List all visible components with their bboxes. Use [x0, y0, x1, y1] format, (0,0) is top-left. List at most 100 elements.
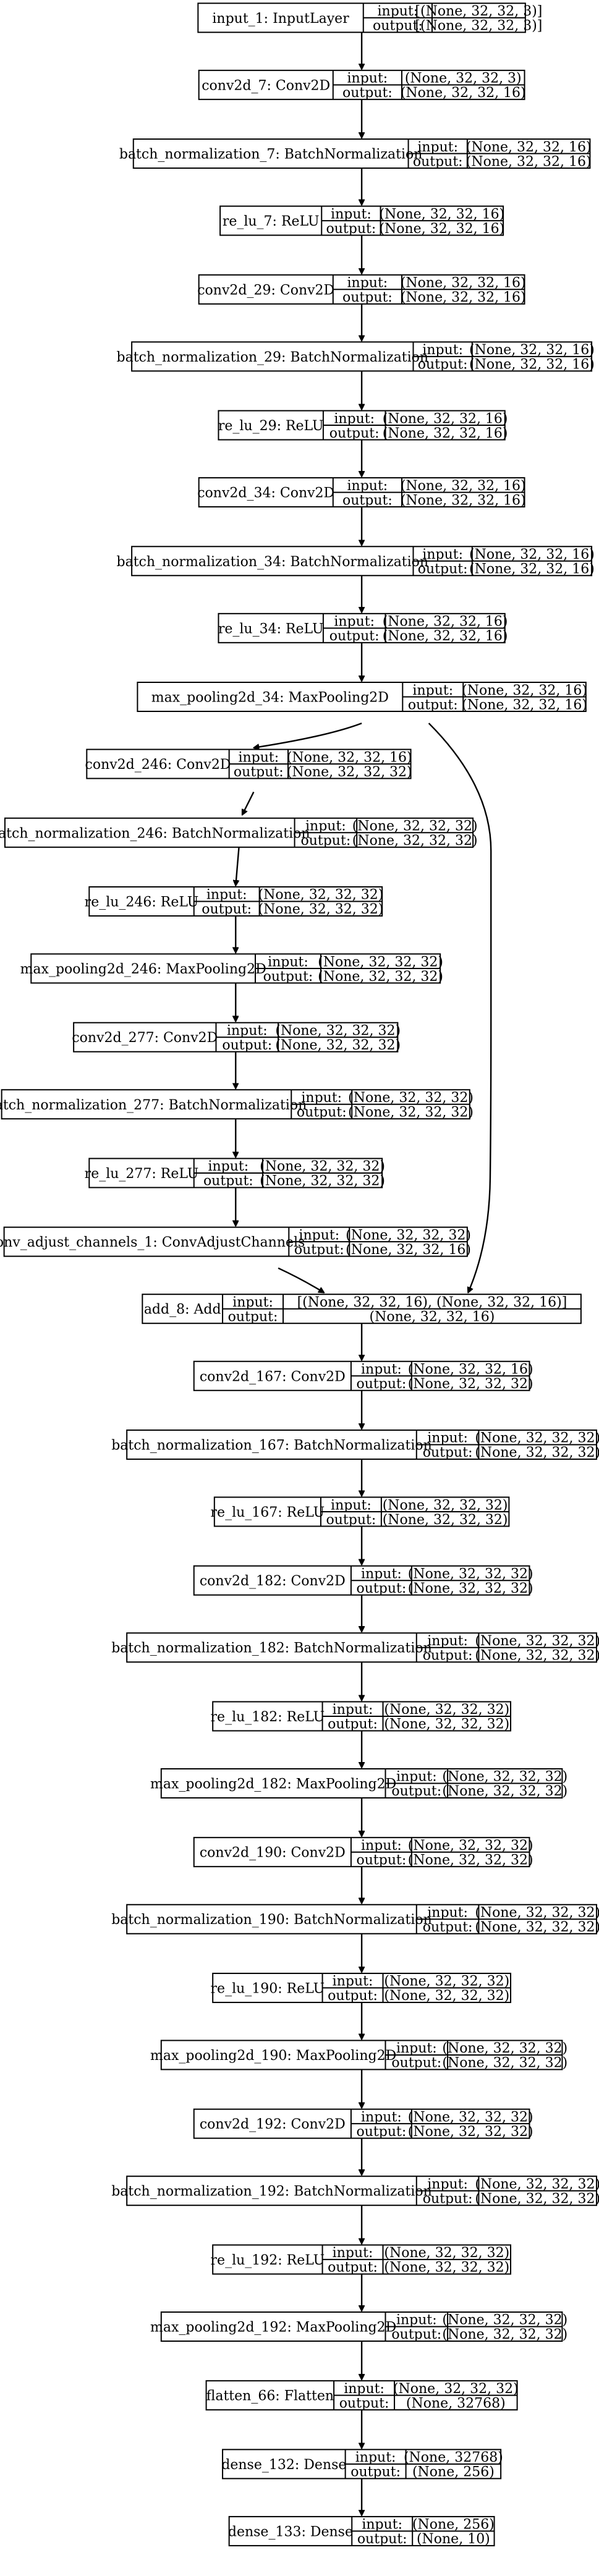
output-shape: (None, 32, 32, 32) — [408, 2124, 533, 2140]
input-shape: (None, 32, 32, 16) — [466, 140, 592, 155]
input-label: input: — [301, 1090, 342, 1106]
layer-name: input_1: InputLayer — [212, 11, 349, 27]
output-label: output: — [357, 2532, 407, 2547]
output-shape: (None, 32, 32, 16) — [469, 357, 595, 373]
input-label: input: — [344, 2381, 384, 2397]
output-shape: (None, 32, 32, 32) — [275, 1038, 401, 1053]
input-shape: (None, 32, 32, 32) — [475, 1905, 599, 1920]
input-label: input: — [347, 478, 388, 494]
layer-name: batch_normalization_277: BatchNormalizat… — [0, 1098, 307, 1113]
layer-name: batch_normalization_7: BatchNormalizatio… — [119, 147, 423, 163]
input-label: input: — [427, 2177, 468, 2192]
input-shape: (None, 32, 32, 16) — [401, 276, 526, 291]
output-shape: (None, 32, 32, 32) — [408, 1852, 533, 1868]
output-label: output: — [339, 2396, 389, 2411]
output-label: output: — [342, 85, 393, 101]
input-label: input: — [333, 1974, 373, 1989]
layer-name: re_lu_29: ReLU — [218, 418, 324, 434]
output-label: output: — [356, 1581, 406, 1596]
layer-node: conv_adjust_channels_1: ConvAdjustChanne… — [0, 1226, 471, 1258]
output-label: output: — [373, 19, 423, 34]
layer-name: conv2d_29: Conv2D — [197, 282, 334, 298]
input-shape: (None, 32, 32, 16) — [408, 1362, 533, 1378]
input-shape: (None, 32768) — [404, 2450, 503, 2465]
layer-name: re_lu_182: ReLU — [211, 1710, 325, 1725]
output-label: output: — [423, 2191, 473, 2206]
edge-arrow — [236, 847, 240, 886]
output-shape: (None, 32, 32, 16) — [469, 562, 595, 577]
output-label: output: — [391, 2056, 441, 2071]
output-label: output: — [263, 969, 313, 985]
input-shape: [(None, 32, 32, 16), (None, 32, 32, 16)] — [297, 1295, 567, 1310]
output-shape: (None, 32, 32, 16) — [346, 1242, 471, 1258]
input-shape: (None, 32, 32, 16) — [379, 206, 504, 222]
output-label: output: — [222, 1038, 272, 1053]
output-label: output: — [342, 290, 393, 305]
output-label: output: — [356, 1852, 406, 1868]
output-label: output: — [294, 1242, 344, 1258]
input-label: input: — [347, 276, 388, 291]
layer-node: batch_normalization_182: BatchNormalizat… — [111, 1632, 599, 1663]
output-shape: (None, 32, 32, 32) — [442, 2056, 567, 2071]
input-shape: (None, 32, 32, 32) — [260, 1159, 385, 1174]
input-shape: (None, 32, 32, 32) — [346, 1227, 471, 1243]
output-label: output: — [423, 1445, 473, 1460]
input-label: input: — [331, 1498, 372, 1513]
output-shape: (None, 32, 32, 32) — [318, 969, 443, 985]
input-label: input: — [361, 1838, 402, 1854]
input-shape: (None, 32, 32, 16) — [462, 683, 587, 698]
output-label: output: — [329, 426, 380, 441]
input-label: input: — [299, 1227, 339, 1243]
output-shape: (None, 32, 32, 32) — [475, 2191, 599, 2206]
input-shape: (None, 32, 32, 32) — [348, 1090, 474, 1106]
layer-name: re_lu_277: ReLU — [85, 1166, 199, 1182]
layer-name: conv2d_277: Conv2D — [72, 1030, 218, 1046]
input-label: input: — [361, 1362, 402, 1378]
layer-name: max_pooling2d_192: MaxPooling2D — [150, 2320, 396, 2335]
output-shape: (None, 32, 32, 32) — [408, 1581, 533, 1596]
layer-name: conv2d_246: Conv2D — [85, 757, 231, 773]
output-shape: (None, 256) — [412, 2465, 495, 2480]
layer-name: add_8: Add — [144, 1302, 221, 1318]
layer-name: conv2d_192: Conv2D — [200, 2117, 346, 2132]
layer-node: batch_normalization_34: BatchNormalizati… — [117, 546, 595, 577]
output-shape: (None, 32, 32, 32) — [442, 1784, 567, 1799]
layer-node: conv2d_29: Conv2D input:output: (None, 32,… — [197, 274, 526, 305]
layer-name: re_lu_167: ReLU — [211, 1505, 325, 1520]
input-label: input: — [417, 140, 458, 155]
edge-arrow — [253, 722, 362, 748]
input-shape: (None, 32, 32, 32) — [393, 2381, 519, 2397]
input-label: input: — [268, 954, 308, 970]
input-shape: (None, 32, 32, 32) — [408, 1566, 533, 1582]
layer-name: conv2d_190: Conv2D — [200, 1845, 346, 1861]
output-label: output: — [297, 1105, 347, 1121]
output-label: output: — [356, 2124, 406, 2140]
layer-node: batch_normalization_190: BatchNormalizat… — [111, 1904, 599, 1935]
output-label: output: — [328, 2260, 378, 2276]
output-shape: (None, 32, 32, 32) — [408, 1376, 533, 1392]
input-label: input: — [361, 2109, 402, 2125]
input-label: input: — [334, 614, 375, 630]
input-shape: (None, 32, 32, 16) — [287, 750, 412, 765]
output-shape: (None, 32, 32, 16) — [462, 697, 587, 713]
input-shape: (None, 32, 32, 32) — [384, 1702, 509, 1718]
output-label: output: — [234, 765, 284, 780]
input-label: input: — [334, 411, 375, 426]
layer-name: re_lu_7: ReLU — [223, 214, 320, 229]
output-shape: (None, 32, 32, 32) — [442, 2327, 567, 2342]
output-shape: (None, 32, 32, 32) — [383, 1512, 508, 1528]
layer-name: re_lu_246: ReLU — [85, 894, 199, 910]
layer-node: conv2d_192: Conv2D input:output:(None, 32… — [193, 2108, 533, 2140]
input-label: input: — [333, 1702, 373, 1718]
layer-node: conv2d_190: Conv2D input:output:(None, 32… — [193, 1837, 533, 1868]
